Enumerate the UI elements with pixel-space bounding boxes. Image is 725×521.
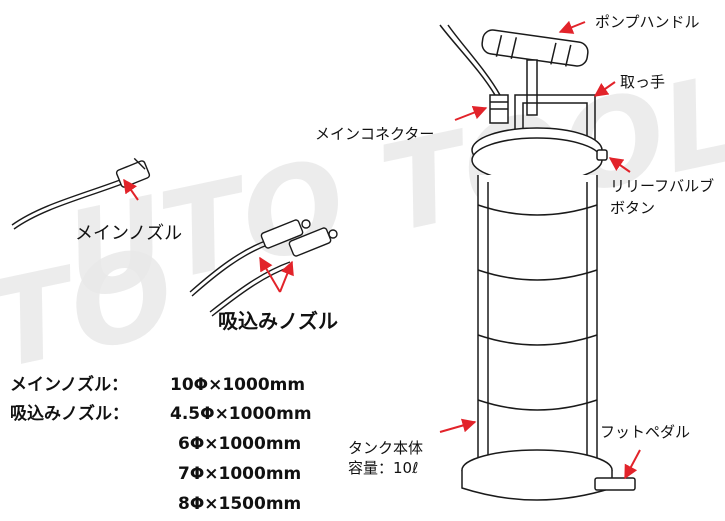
main-nozzle-icon xyxy=(11,157,151,230)
label-pump-handle: ポンプハンドル xyxy=(595,13,700,31)
extractor-body xyxy=(439,24,636,501)
label-relief-valve-2: ボタン xyxy=(610,199,656,217)
spec-suction-value-2: 6Φ×1000mm xyxy=(178,434,302,454)
spec-suction-value-4: 8Φ×1500mm xyxy=(178,494,302,514)
pointer-arrows xyxy=(123,20,641,480)
suction-nozzle-icon xyxy=(189,219,338,317)
label-suction-nozzle: 吸込みノズル xyxy=(218,309,338,333)
spec-suction-value-3: 7Φ×1000mm xyxy=(178,464,302,484)
label-main-nozzle: メインノズル xyxy=(75,223,183,244)
spec-main-value: 10Φ×1000mm xyxy=(170,375,306,395)
label-main-connector: メインコネクター xyxy=(315,125,435,143)
label-handle: 取っ手 xyxy=(620,73,666,91)
label-tank-body-2: 容量：10ℓ xyxy=(348,459,419,477)
label-foot-pedal: フットペダル xyxy=(600,423,691,441)
spec-suction-value-1: 4.5Φ×1000mm xyxy=(170,404,312,424)
spec-main-label: メインノズル： xyxy=(10,375,129,395)
label-tank-body-1: タンク本体 xyxy=(348,439,424,457)
spec-suction-label: 吸込みノズル： xyxy=(10,404,129,424)
label-relief-valve-1: リリーフバルブ xyxy=(610,177,715,195)
